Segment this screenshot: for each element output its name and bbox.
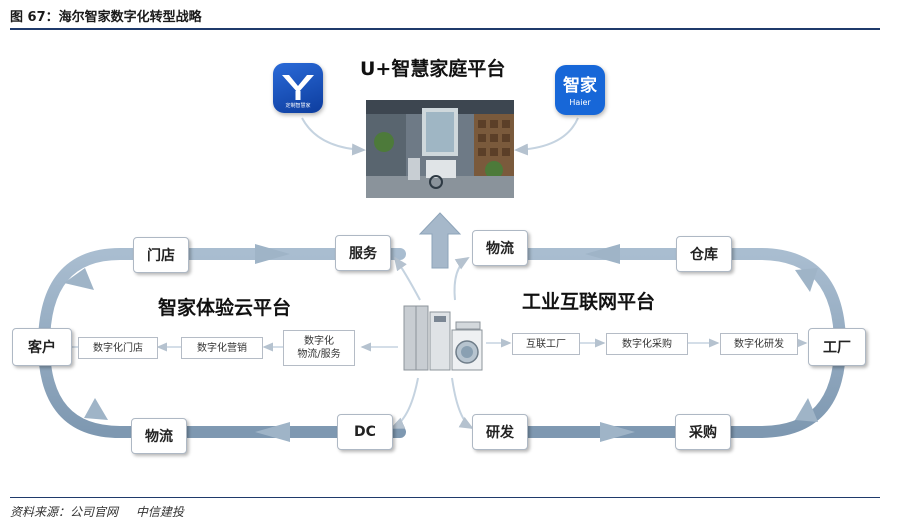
curve-right-app bbox=[514, 117, 579, 156]
curve-to-logistics-top bbox=[453, 256, 470, 301]
box-internet-factory: 互联工厂 bbox=[512, 333, 580, 355]
arrow-procurement-to-factory bbox=[795, 398, 818, 422]
arrow-store-to-service bbox=[255, 244, 290, 264]
platform-title-left: 智家体验云平台 bbox=[158, 297, 292, 319]
node-dc: DC bbox=[337, 414, 393, 450]
node-service: 服务 bbox=[335, 235, 391, 271]
zhijia-app-name: 智家 bbox=[563, 76, 597, 96]
smart-home-interior-image bbox=[366, 100, 514, 198]
platform-title-top: U+智慧家庭平台 bbox=[360, 58, 506, 80]
haier-smart-home-app-icon: 定制智慧家 bbox=[273, 63, 323, 113]
box-digital-rnd: 数字化研发 bbox=[720, 333, 798, 355]
curve-to-dc bbox=[390, 377, 419, 429]
arrow-factory-to-warehouse bbox=[795, 268, 818, 292]
app-caption: 定制智慧家 bbox=[285, 103, 311, 109]
top-rule bbox=[10, 28, 880, 30]
zhijia-app-icon: 智家 Haier bbox=[555, 65, 605, 115]
up-arrow bbox=[418, 212, 462, 269]
platform-title-right: 工业互联网平台 bbox=[522, 291, 656, 313]
curve-to-rnd bbox=[451, 377, 474, 429]
zhijia-app-brand: Haier bbox=[569, 98, 591, 107]
source-org: 中信建投 bbox=[135, 505, 184, 519]
node-warehouse: 仓库 bbox=[676, 236, 732, 272]
arrow-rnd-to-procurement bbox=[600, 422, 635, 442]
curve-to-service bbox=[393, 256, 421, 301]
arrow-customer-to-store bbox=[64, 268, 94, 290]
node-logistics-bottom: 物流 bbox=[131, 418, 187, 454]
node-customer: 客户 bbox=[12, 328, 72, 366]
figure-title: 图 67：海尔智家数字化转型战略 bbox=[10, 10, 202, 25]
box-digital-procurement: 数字化采购 bbox=[606, 333, 688, 355]
node-factory: 工厂 bbox=[808, 328, 866, 366]
box-digital-marketing: 数字化营销 bbox=[181, 337, 263, 359]
home-appliances-image bbox=[403, 305, 483, 371]
curve-left-app bbox=[301, 117, 366, 156]
arrow-warehouse-to-logistics bbox=[585, 244, 620, 264]
box-digital-logistics-service: 数字化 物流/服务 bbox=[283, 330, 355, 366]
bottom-rule bbox=[10, 497, 880, 498]
box-digital-store: 数字化门店 bbox=[78, 337, 158, 359]
y-logo-icon bbox=[282, 75, 314, 100]
node-procurement: 采购 bbox=[675, 414, 731, 450]
node-store: 门店 bbox=[133, 237, 189, 273]
node-rnd: 研发 bbox=[472, 414, 528, 450]
arrow-logistics-to-customer bbox=[84, 398, 108, 420]
node-logistics-top: 物流 bbox=[472, 230, 528, 266]
arrow-dc-to-logistics bbox=[255, 422, 290, 442]
source-label: 资料来源：公司官网 bbox=[10, 505, 119, 519]
source-note: 资料来源：公司官网 中信建投 bbox=[10, 503, 198, 520]
